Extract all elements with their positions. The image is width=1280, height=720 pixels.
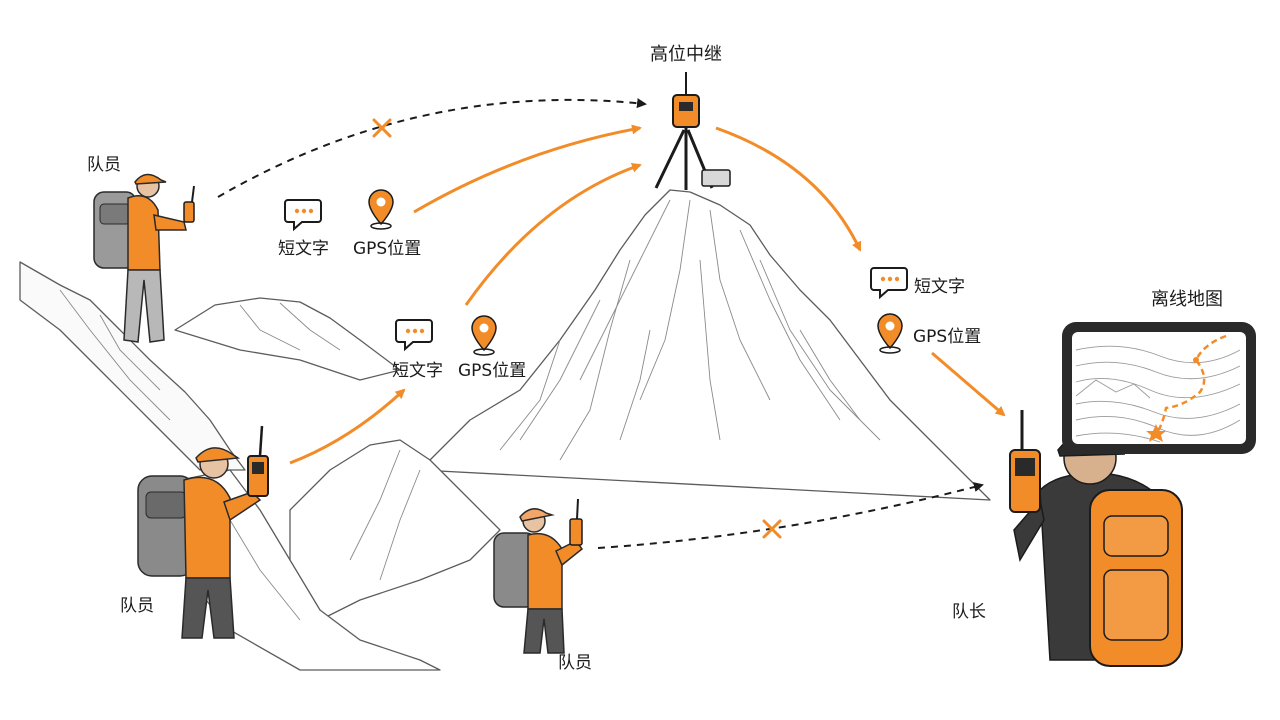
relay-to-leader-arrow [931, 351, 1006, 417]
sms-label-1: 短文字 [278, 239, 329, 259]
sms-label-3: 短文字 [914, 277, 965, 297]
mountain-range [19, 189, 991, 671]
offline-map-label: 离线地图 [1151, 289, 1223, 310]
blocked-link-top [217, 98, 647, 198]
hiker-member-bottom [493, 498, 584, 654]
map-pin-icon [471, 315, 497, 356]
sms-label-2: 短文字 [392, 361, 443, 381]
member-bottom-label: 队员 [558, 653, 592, 673]
map-pin-icon [368, 189, 394, 230]
chat-bubble-icon [870, 267, 908, 300]
hiker-leader [1009, 410, 1183, 667]
chat-bubble-icon [284, 199, 322, 232]
chat-bubble-icon [395, 319, 433, 352]
member-top-label: 队员 [87, 155, 121, 175]
member-left-label: 队员 [120, 596, 154, 616]
relay-uplink-top [413, 124, 642, 214]
gps-label-1: GPS位置 [353, 239, 422, 259]
relay-tripod-icon [654, 72, 731, 190]
x-mark-icon [762, 519, 782, 539]
gps-label-3: GPS位置 [913, 327, 982, 347]
map-pin-icon [877, 313, 903, 354]
hiker-member-left [137, 425, 269, 639]
leader-label: 队长 [952, 602, 986, 622]
relay-label: 高位中继 [650, 44, 722, 65]
relay-downlink [715, 126, 862, 252]
hiker-member-top [93, 173, 195, 343]
member-to-message-arrow [289, 388, 406, 465]
gps-label-2: GPS位置 [458, 361, 527, 381]
offline-map-tablet [1062, 322, 1256, 454]
relay-uplink-mid [464, 162, 642, 306]
x-mark-icon [372, 118, 392, 138]
